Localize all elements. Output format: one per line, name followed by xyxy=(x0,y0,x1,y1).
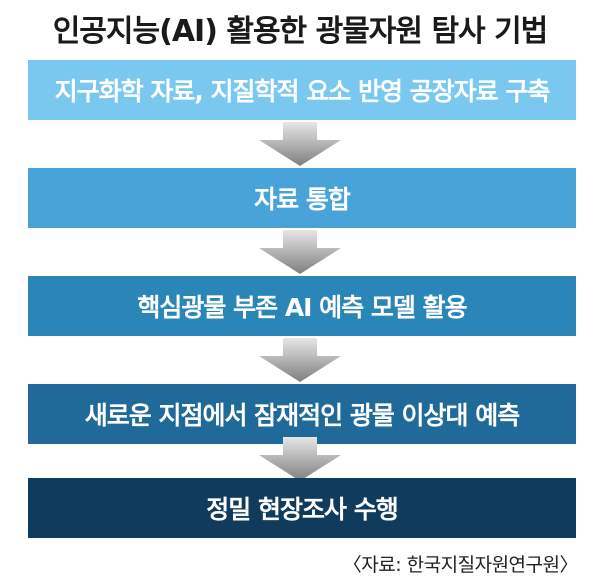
source-credit: 〈자료: 한국지질자원연구원〉 xyxy=(342,554,579,576)
down-arrow-icon xyxy=(259,230,341,274)
step-2-label: 자료 통합 xyxy=(254,185,351,214)
down-arrow-icon xyxy=(259,338,341,382)
step-3-box: 핵심광물 부존 AI 예측 모델 활용 xyxy=(28,276,576,336)
step-1-box: 지구화학 자료, 지질학적 요소 반영 공장자료 구축 xyxy=(28,60,576,120)
step-2-box: 자료 통합 xyxy=(28,168,576,228)
step-5-box: 정밀 현장조사 수행 xyxy=(28,478,576,538)
step-3-label: 핵심광물 부존 AI 예측 모델 활용 xyxy=(137,293,467,322)
down-arrow-icon xyxy=(259,437,341,481)
step-5-label: 정밀 현장조사 수행 xyxy=(206,495,398,524)
step-1-label: 지구화학 자료, 지질학적 요소 반영 공장자료 구축 xyxy=(54,77,551,106)
diagram-title: 인공지능(AI) 활용한 광물자원 탐사 기법 xyxy=(52,14,549,49)
down-arrow-icon xyxy=(259,122,341,166)
step-4-box: 새로운 지점에서 잠재적인 광물 이상대 예측 xyxy=(28,384,576,444)
step-4-label: 새로운 지점에서 잠재적인 광물 이상대 예측 xyxy=(84,401,521,430)
